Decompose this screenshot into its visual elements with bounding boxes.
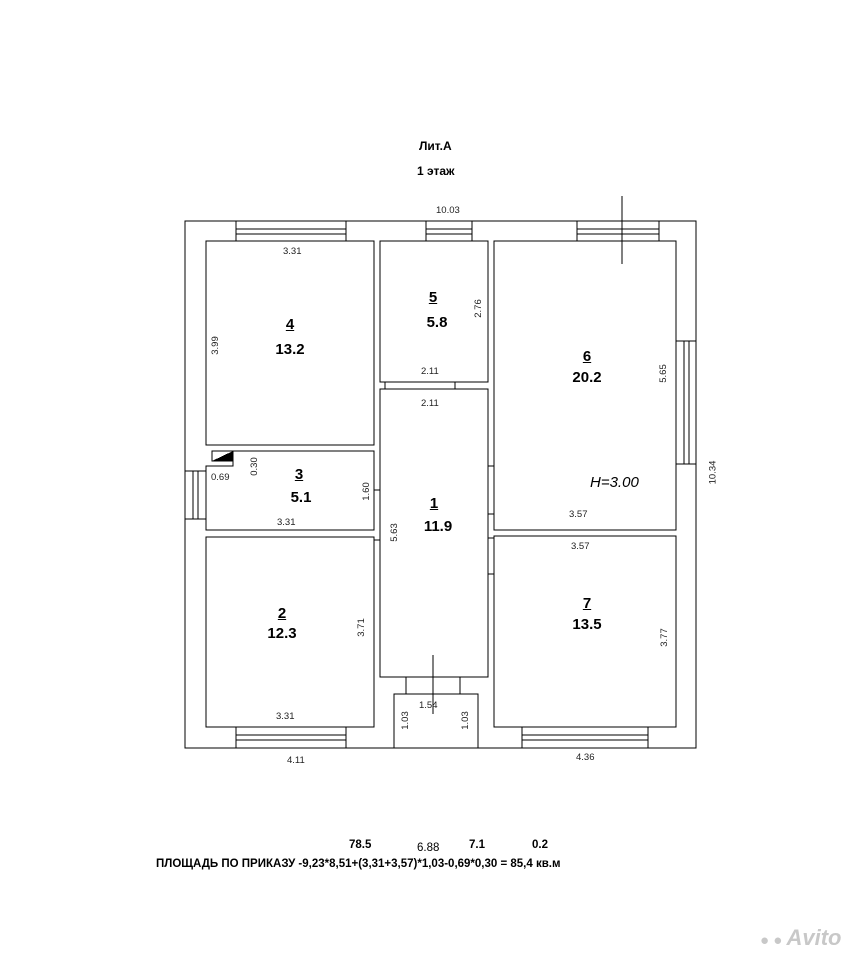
dim-porch-left: 1.03 [399,711,411,730]
dim-r1-top: 2.11 [421,398,439,409]
dim-bottom-left: 4.11 [287,755,305,766]
dim-r6-bottom: 3.57 [569,509,588,520]
dim-r7-top: 3.57 [571,541,590,552]
room-2-number: 2 [277,605,287,622]
room-1-number: 1 [429,495,439,512]
lit-title: Лит.А [419,139,452,153]
formula-term-4: 0.2 [532,839,548,851]
dim-bottom-right: 4.36 [576,752,595,763]
window-r3-side [184,470,207,520]
formula-term-2: 6.88 [417,842,440,854]
room-5-number: 5 [428,289,438,306]
dim-r3-niche-depth: 0.30 [248,457,260,476]
window-r2 [235,726,347,749]
dim-r3-niche-width: 0.69 [211,472,230,483]
dim-r3-bottom: 3.31 [277,517,296,528]
dim-r2-right: 3.71 [355,618,367,637]
room-5-area: 5.8 [426,314,448,331]
room-6-area: 20.2 [572,369,602,386]
dim-r7-right: 3.77 [658,628,670,647]
dim-porch-width: 1.54 [419,700,438,711]
porch-outline [393,693,479,748]
dim-r1-left: 5.63 [388,523,400,542]
room-4-area: 13.2 [275,341,305,358]
ceiling-height: H=3.00 [590,474,639,491]
dim-porch-right: 1.03 [459,711,471,730]
dim-r4-top: 3.31 [283,246,302,257]
room-3-number: 3 [294,466,304,483]
room-2-area: 12.3 [267,625,297,642]
area-formula: ПЛОЩАДЬ ПО ПРИКАЗУ -9,23*8,51+(3,31+3,57… [156,858,561,870]
room-7-number: 7 [582,595,592,612]
room-6-number: 6 [582,348,592,365]
window-r4 [235,220,347,242]
dim-r5-bottom: 2.11 [421,366,439,377]
watermark-logo: ● ● Avito [760,925,841,951]
door-5-1 [384,381,456,390]
dim-r4-left: 3.99 [209,336,221,355]
window-r5 [425,220,473,242]
watermark-text: Avito [786,925,842,950]
room-3-outline [205,450,375,531]
dim-r2-bottom: 3.31 [276,711,295,722]
dim-overall-top: 10.03 [436,205,460,216]
formula-term-1: 78.5 [349,839,372,851]
room-4-number: 4 [285,316,295,333]
dim-r6-right: 5.65 [657,364,669,383]
dim-r5-right: 2.76 [472,299,484,318]
avito-dots-icon: ● ● [760,932,783,949]
room-1-area: 11.9 [423,518,453,535]
window-r6 [576,220,660,242]
room-3-area: 5.1 [290,489,312,506]
dim-r3-right: 1.60 [360,482,372,501]
floor-title: 1 этаж [417,164,455,178]
window-r7 [521,726,649,749]
dim-overall-right: 10.34 [707,460,719,485]
room-7-area: 13.5 [572,616,602,633]
window-r6-side [675,340,697,465]
formula-term-3: 7.1 [469,839,485,851]
